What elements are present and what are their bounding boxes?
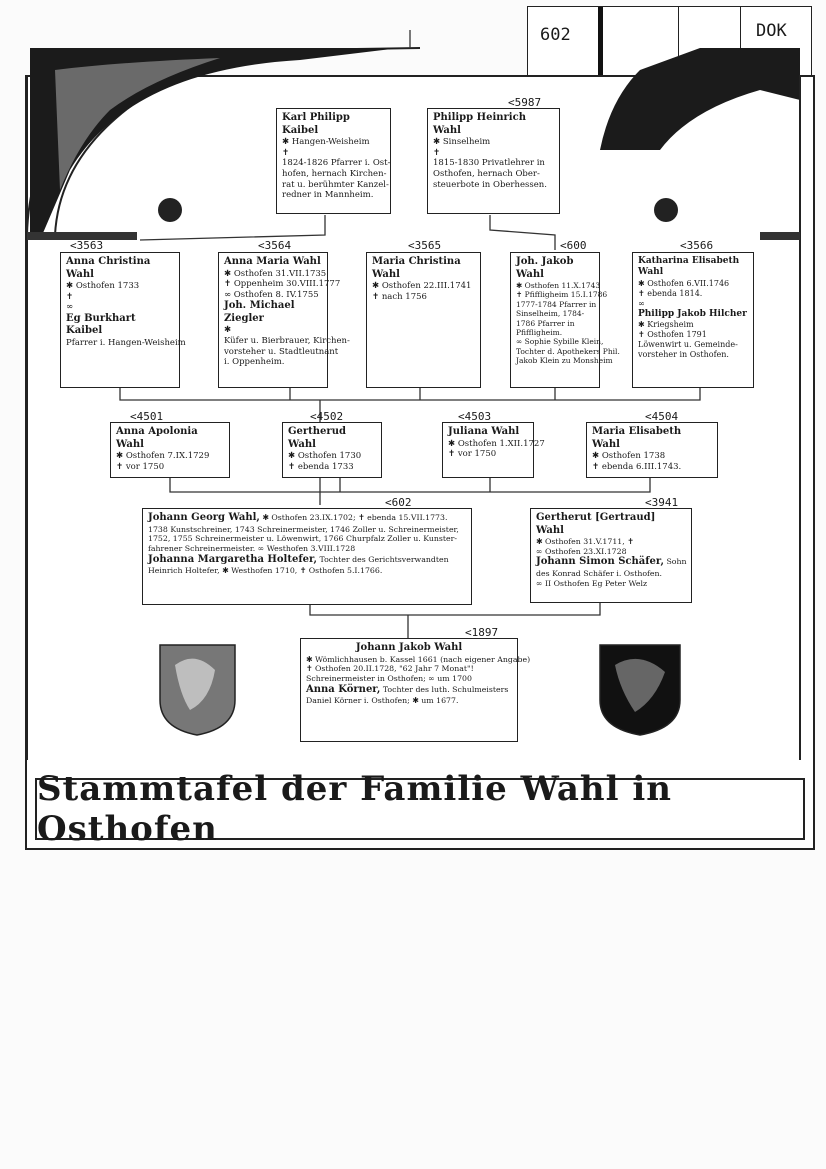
card-gertherut-wahl: Gertherut [Gertraud] Wahl ✱ Osthofen 31.… bbox=[530, 508, 692, 603]
left-arch-fill bbox=[30, 48, 400, 240]
card-anna-apolonia-wahl: Anna Apolonia Wahl ✱ Osthofen 7.IX.1729 … bbox=[110, 422, 230, 478]
card-katharina-elisabeth-wahl: Katharina Elisabeth Wahl ✱ Osthofen 6.VI… bbox=[632, 252, 754, 388]
title-box: Stammtafel der Familie Wahl in Osthofen bbox=[35, 769, 805, 849]
ref-anna-christina: <3563 bbox=[70, 239, 104, 252]
ref-gertherud: <4502 bbox=[310, 410, 344, 423]
ref-maria-elisabeth: <4504 bbox=[645, 410, 679, 423]
archive-number: 602 bbox=[540, 25, 571, 45]
card-philipp-heinrich-wahl: Philipp Heinrich Wahl ✱ Sinselheim ✝ 181… bbox=[427, 108, 560, 214]
ref-juliana: <4503 bbox=[458, 410, 492, 423]
card-maria-christina-wahl: Maria Christina Wahl ✱ Osthofen 22.III.1… bbox=[366, 252, 481, 388]
ref-joh-jakob: <600 bbox=[560, 239, 587, 252]
card-maria-elisabeth-wahl: Maria Elisabeth Wahl ✱ Osthofen 1738 ✝ e… bbox=[586, 422, 718, 478]
page-title: Stammtafel der Familie Wahl in Osthofen bbox=[37, 769, 673, 849]
ref-anna-apolonia: <4501 bbox=[130, 410, 164, 423]
ref-johann-georg: <602 bbox=[385, 496, 412, 509]
ref-johann-jakob: <1897 bbox=[465, 626, 499, 639]
card-anna-maria-wahl: Anna Maria Wahl ✱ Osthofen 31.VII.1735 ✝… bbox=[218, 252, 350, 388]
card-karl-philipp-kaibel: Karl Philipp Kaibel ✱ Hangen-Weisheim ✝ … bbox=[276, 108, 391, 214]
card-johann-georg-wahl: Johann Georg Wahl, ✱ Osthofen 23.IX.1702… bbox=[142, 508, 472, 605]
ref-katharina-elisabeth: <3566 bbox=[680, 239, 714, 252]
archive-code: DOK bbox=[756, 21, 787, 41]
card-joh-jakob-wahl: Joh. Jakob Wahl ✱ Osthofen 11.X.1743 ✝ P… bbox=[510, 252, 620, 388]
ref-maria-christina: <3565 bbox=[408, 239, 442, 252]
ref-anna-maria: <3564 bbox=[258, 239, 292, 252]
ref-gertherut: <3941 bbox=[645, 496, 679, 509]
card-juliana-wahl: Juliana Wahl ✱ Osthofen 1.XII.1727 ✝ vor… bbox=[442, 422, 545, 478]
card-gertherud-wahl: Gertherud Wahl ✱ Osthofen 1730 ✝ ebenda … bbox=[282, 422, 382, 478]
right-arch-fill bbox=[600, 48, 800, 150]
card-anna-christina-wahl: Anna Christina Wahl ✱ Osthofen 1733 ✝ ∞ … bbox=[60, 252, 186, 388]
ref-philipp-heinrich: <5987 bbox=[508, 96, 542, 109]
card-johann-jakob-wahl: Johann Jakob Wahl ✱ Wömlichhausen b. Kas… bbox=[300, 638, 530, 742]
